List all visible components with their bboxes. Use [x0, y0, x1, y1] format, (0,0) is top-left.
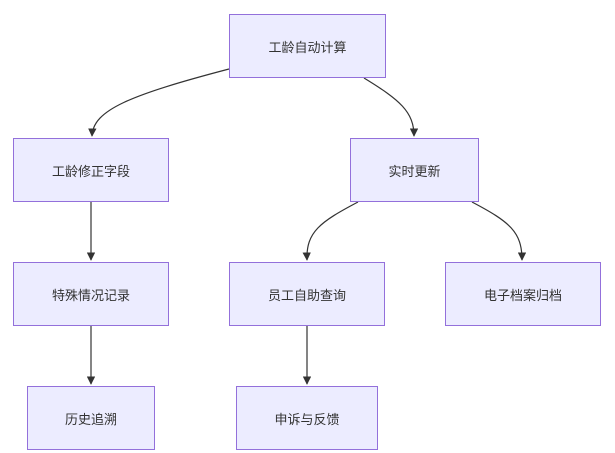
node-archive: 电子档案归档	[445, 262, 601, 326]
node-fix: 工龄修正字段	[13, 138, 169, 202]
node-selfquery: 员工自助查询	[229, 262, 385, 326]
node-label: 工龄自动计算	[268, 40, 347, 56]
edge-realtime-to-archive	[471, 201, 527, 261]
edge-root-to-realtime	[363, 77, 419, 137]
node-special: 特殊情况记录	[13, 262, 169, 326]
node-label: 申诉与反馈	[274, 412, 340, 428]
node-label: 历史追溯	[64, 412, 117, 428]
node-label: 员工自助查询	[267, 288, 346, 304]
edge-realtime-to-selfquery	[302, 201, 359, 261]
node-realtime: 实时更新	[350, 138, 479, 202]
node-label: 特殊情况记录	[51, 288, 130, 304]
node-label: 实时更新	[388, 164, 441, 180]
edge-root-to-fix	[88, 68, 230, 137]
node-label: 电子档案归档	[483, 288, 562, 304]
node-label: 工龄修正字段	[51, 164, 130, 180]
node-root: 工龄自动计算	[229, 14, 386, 78]
node-trace: 历史追溯	[27, 386, 155, 450]
node-appeal: 申诉与反馈	[236, 386, 378, 450]
